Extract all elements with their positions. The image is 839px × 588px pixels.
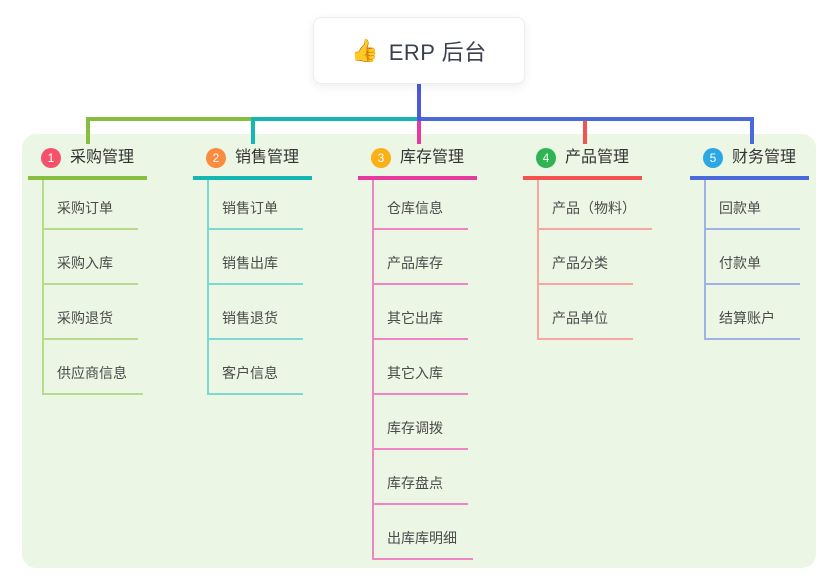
branch-label: 产品管理 [565,149,630,166]
child-label: 供应商信息 [57,365,127,381]
child-label: 仓库信息 [387,200,443,216]
child-label: 其它出库 [387,310,443,326]
child-label: 采购订单 [57,200,113,216]
child-item[interactable]: 客户信息 [207,340,303,395]
child-item[interactable]: 采购退货 [42,285,138,340]
branch-header-finance[interactable]: 5 财务管理 [690,148,809,180]
child-item[interactable]: 库存调拨 [372,395,468,450]
branch-children: 回款单 付款单 结算账户 [704,180,809,340]
child-label: 采购退货 [57,310,113,326]
branch-inventory: 3 库存管理 仓库信息 产品库存 其它出库 其它入库 库存调拨 库存盘点 出库库… [358,148,477,560]
child-item[interactable]: 付款单 [704,230,800,285]
badge-4: 4 [536,148,556,168]
child-item[interactable]: 产品（物料） [537,180,652,230]
badge-5: 5 [703,148,723,168]
badge-1: 1 [41,148,61,168]
child-item[interactable]: 出库库明细 [372,505,473,560]
branch-label: 采购管理 [70,149,135,166]
child-label: 销售退货 [222,310,278,326]
connector-h-branch-5 [417,117,754,121]
branch-product: 4 产品管理 产品（物料） 产品分类 产品单位 [523,148,652,340]
root-node[interactable]: 👍 ERP 后台 [313,17,525,84]
child-item[interactable]: 产品单位 [537,285,633,340]
connector-v-branch-2 [251,117,255,144]
child-label: 销售订单 [222,200,278,216]
child-item[interactable]: 结算账户 [704,285,800,340]
branch-header-inventory[interactable]: 3 库存管理 [358,148,477,180]
child-label: 库存调拨 [387,420,443,436]
child-label: 其它入库 [387,365,443,381]
child-item[interactable]: 库存盘点 [372,450,468,505]
branch-sales: 2 销售管理 销售订单 销售出库 销售退货 客户信息 [193,148,312,395]
badge-3: 3 [371,148,391,168]
branch-finance: 5 财务管理 回款单 付款单 结算账户 [690,148,809,340]
branch-children: 采购订单 采购入库 采购退货 供应商信息 [42,180,147,395]
child-item[interactable]: 销售出库 [207,230,303,285]
branch-label: 财务管理 [732,149,797,166]
child-label: 产品单位 [552,310,608,326]
connector-v-branch-1 [86,117,90,144]
connector-v-branch-4 [583,121,587,144]
thumbs-up-icon: 👍 [351,37,379,63]
child-label: 产品库存 [387,255,443,271]
child-label: 销售出库 [222,255,278,271]
child-item[interactable]: 其它出库 [372,285,468,340]
child-item[interactable]: 回款单 [704,180,800,230]
child-label: 库存盘点 [387,475,443,491]
child-item[interactable]: 销售订单 [207,180,303,230]
child-label: 回款单 [719,200,761,216]
branch-header-sales[interactable]: 2 销售管理 [193,148,312,180]
child-item[interactable]: 产品库存 [372,230,468,285]
root-title: ERP 后台 [388,39,487,65]
child-item[interactable]: 产品分类 [537,230,633,285]
connector-v-branch-5 [750,117,754,144]
branch-label: 库存管理 [400,149,465,166]
child-label: 付款单 [719,255,761,271]
branch-header-product[interactable]: 4 产品管理 [523,148,642,180]
child-item[interactable]: 供应商信息 [42,340,143,395]
child-item[interactable]: 仓库信息 [372,180,468,230]
branch-children: 产品（物料） 产品分类 产品单位 [537,180,652,340]
branch-procurement: 1 采购管理 采购订单 采购入库 采购退货 供应商信息 [28,148,147,395]
branch-children: 销售订单 销售出库 销售退货 客户信息 [207,180,312,395]
branch-label: 销售管理 [235,149,300,166]
badge-2: 2 [206,148,226,168]
child-label: 产品（物料） [552,200,636,216]
child-item[interactable]: 采购订单 [42,180,138,230]
child-label: 采购入库 [57,255,113,271]
child-label: 结算账户 [719,310,775,326]
connector-h-branch-1 [86,117,255,121]
child-item[interactable]: 销售退货 [207,285,303,340]
child-label: 产品分类 [552,255,608,271]
branch-header-procurement[interactable]: 1 采购管理 [28,148,147,180]
child-label: 客户信息 [222,365,278,381]
connector-h-branch-2 [251,117,421,121]
branch-children: 仓库信息 产品库存 其它出库 其它入库 库存调拨 库存盘点 出库库明细 [372,180,477,560]
connector-v-branch-3 [417,121,421,144]
child-label: 出库库明细 [387,530,457,546]
root-stem-line [417,82,421,121]
child-item[interactable]: 其它入库 [372,340,468,395]
child-item[interactable]: 采购入库 [42,230,138,285]
panel [22,134,816,568]
